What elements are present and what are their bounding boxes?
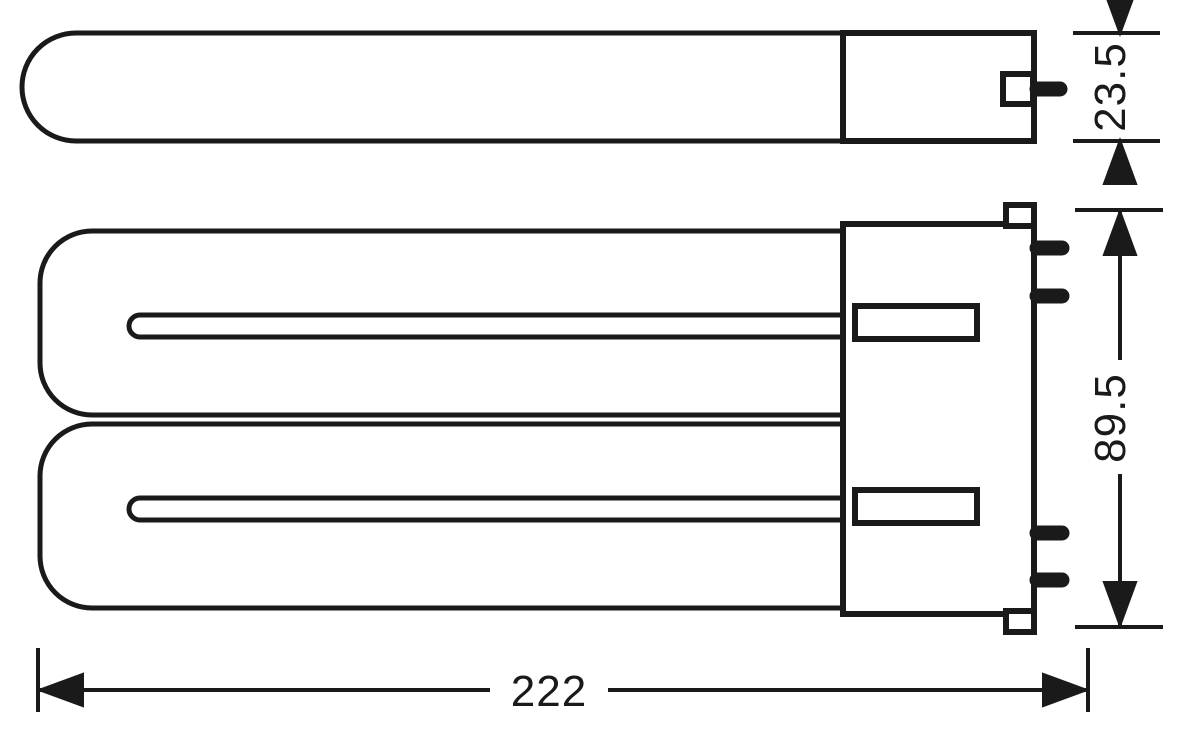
- front-view-base-body: [840, 221, 1037, 617]
- top-view-tube: [19, 30, 869, 144]
- front-view-upper-tube-divider: [126, 312, 869, 340]
- dim-222-label: 222: [511, 667, 587, 716]
- front-view-lower-tube: [37, 421, 869, 611]
- dimension-23-5-group: 23.5: [1073, 0, 1160, 185]
- dimension-89-5-group: 89.5: [1075, 208, 1163, 629]
- front-view-upper-tube: [37, 228, 869, 418]
- top-view-group: [19, 30, 1068, 144]
- front-view-base-top-tab: [1003, 202, 1037, 229]
- front-view-base-lower-slot: [852, 487, 980, 526]
- top-view-square-notch: [1000, 71, 1036, 107]
- dimension-222-group: 222: [36, 648, 1090, 716]
- front-view-base-upper-slot: [852, 303, 980, 342]
- front-view-lower-tube-divider: [126, 495, 869, 523]
- dim-89-5-label: 89.5: [1086, 373, 1135, 463]
- dim-23-5-label: 23.5: [1086, 42, 1135, 132]
- front-view-group: [37, 202, 1070, 635]
- front-view-base-bottom-tab: [1003, 608, 1037, 635]
